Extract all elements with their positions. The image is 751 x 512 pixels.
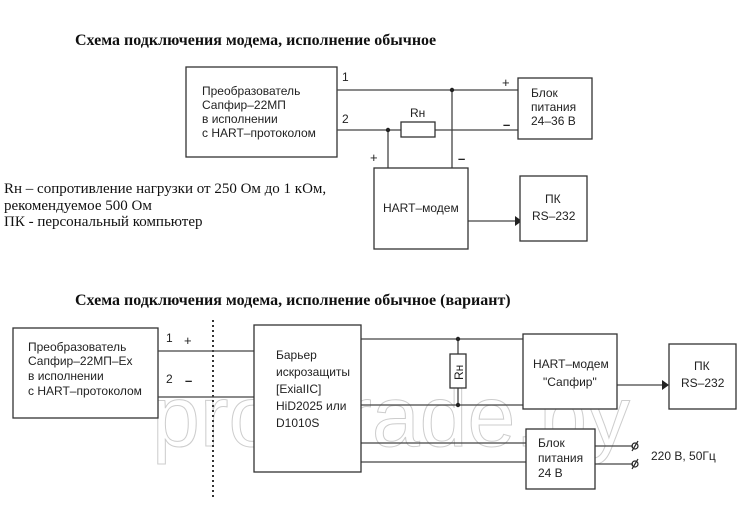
barrier-line-5: D1010S: [276, 416, 319, 430]
diagram2-resistor: Rн: [449, 353, 467, 389]
diagram1-title: Схема подключения модема, исполнение обы…: [75, 32, 436, 49]
power-line-1: Блок: [531, 86, 559, 100]
modem-plus-sign: +: [370, 150, 378, 165]
modem-label: HART–модем: [383, 201, 459, 215]
diagram1-converter-block: Преобразователь Сапфир–22МП в исполнении…: [185, 66, 338, 158]
pc-line-2: RS–232: [532, 209, 576, 223]
converter2-line-3: в исполнении: [28, 369, 104, 383]
resistor-label: Rн: [410, 106, 425, 120]
barrier-line-2: искрозащиты: [276, 365, 350, 379]
pc2-line-2: RS–232: [681, 376, 725, 390]
barrier-line-4: HiD2025 или: [276, 399, 346, 413]
converter2-line-2: Сапфир–22МП–Ех: [28, 354, 133, 368]
modem-minus-sign: –: [458, 151, 465, 166]
modem2-line-1: HART–модем: [533, 357, 609, 371]
power2-line-1: Блок: [538, 436, 566, 450]
diagram2-title: Схема подключения модема, исполнение обы…: [75, 292, 511, 309]
diagram2-terminal-2: 2: [166, 372, 173, 386]
note-line-3: ПК - персональный компьютер: [4, 214, 203, 230]
pc-line-1: ПК: [545, 192, 561, 206]
converter-line-2: Сапфир–22МП: [202, 98, 286, 112]
converter2-line-1: Преобразователь: [28, 340, 126, 354]
power2-line-3: 24 В: [538, 466, 563, 480]
modem2-line-2: "Сапфир": [543, 375, 597, 389]
diagram2-plus-sign: +: [184, 333, 192, 348]
resistor2-label: Rн: [452, 365, 466, 380]
diagram2-converter-block: Преобразователь Сапфир–22МП–Ех в исполне…: [12, 327, 159, 419]
diagram2-power-supply: Блок питания 24 В: [525, 428, 596, 490]
note-line-2: рекомендуемое 500 Ом: [4, 198, 152, 214]
note-line-1: Rн – сопротивление нагрузки от 250 Ом до…: [4, 181, 326, 197]
diagram1-terminal-2: 2: [342, 112, 349, 126]
diagram1-power-supply: Блок питания 24–36 В + –: [502, 75, 593, 140]
diagram1-pc: ПК RS–232: [519, 175, 588, 242]
power2-line-2: питания: [538, 451, 583, 465]
power-line-2: питания: [531, 100, 576, 114]
power-plus-sign: +: [502, 75, 510, 90]
converter-line-3: в исполнении: [202, 112, 278, 126]
junction-dot: [449, 87, 455, 93]
power-minus-sign: –: [503, 117, 510, 132]
arrow-head-icon: [515, 216, 522, 226]
converter-line-4: с HART–протоколом: [202, 126, 316, 140]
junction-dot: [455, 402, 461, 408]
diagram2-minus-sign: –: [185, 373, 192, 388]
barrier-line-1: Барьер: [276, 348, 317, 362]
diagram2-hart-modem: HART–модем "Сапфир": [522, 333, 618, 410]
diagram2-terminal-1: 1: [166, 331, 173, 345]
diagram1-wires: [337, 89, 522, 226]
junction-dot: [385, 127, 391, 133]
converter2-line-4: с HART–протоколом: [28, 384, 142, 398]
power-line-3: 24–36 В: [531, 114, 576, 128]
arrow-head-icon: [662, 380, 669, 390]
diagram1-terminal-1: 1: [342, 70, 349, 84]
mains-terminal-icon: [631, 458, 639, 470]
mains-terminal-icon: [631, 440, 639, 452]
barrier-line-3: [ExiaIIC]: [276, 382, 321, 396]
diagram2-wires: [158, 338, 669, 465]
pc2-line-1: ПК: [694, 359, 710, 373]
junction-dot: [455, 336, 461, 342]
mains-label: 220 В, 50Гц: [651, 449, 716, 463]
diagram2-pc: ПК RS–232: [668, 343, 737, 410]
diagram1-hart-modem: HART–модем + –: [370, 150, 469, 250]
converter-line-1: Преобразователь: [202, 84, 300, 98]
diagram2-barrier-block: Барьер искрозащиты [ExiaIIC] HiD2025 или…: [253, 324, 362, 473]
diagram1-resistor: Rн: [400, 106, 436, 138]
